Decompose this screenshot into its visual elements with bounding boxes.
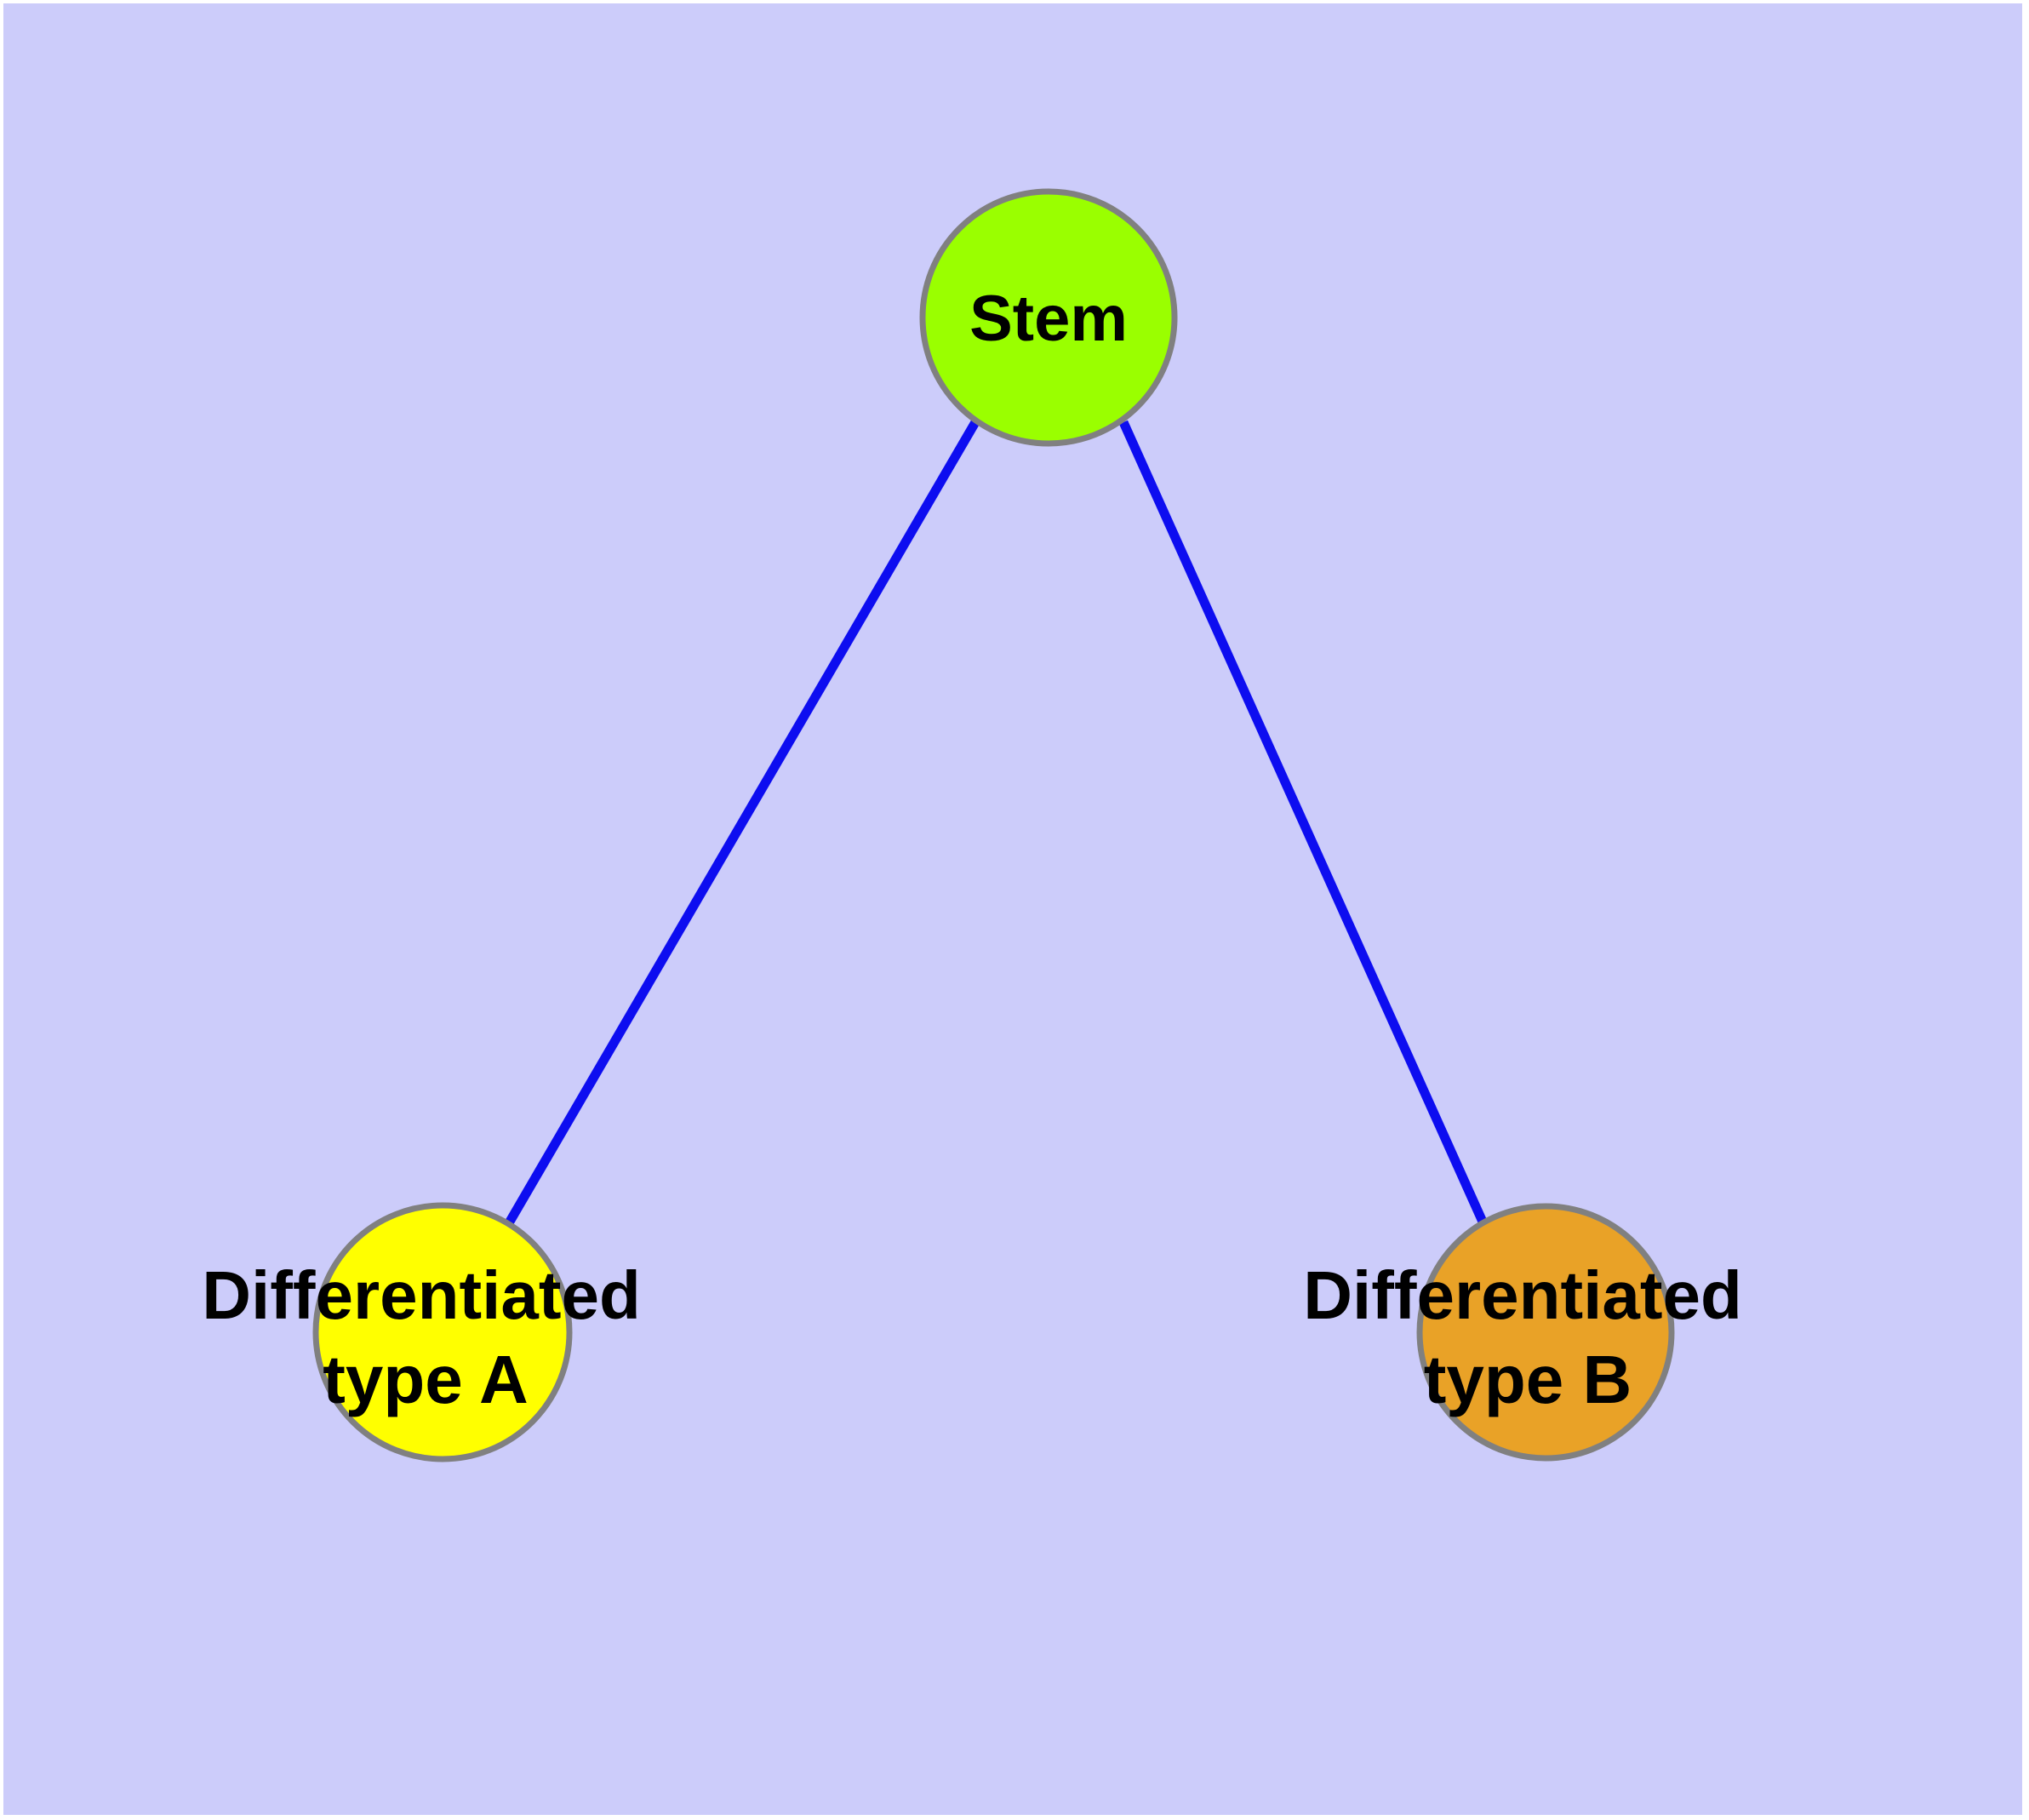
node-layer	[312, 188, 1675, 1462]
differentiated-type-b-label-line2: type B	[1424, 1342, 1632, 1417]
differentiated-type-a-label-line2: type A	[323, 1342, 529, 1417]
differentiated-type-a-node-circle[interactable]	[312, 1202, 573, 1462]
stem-node-circle[interactable]	[919, 188, 1178, 447]
edge-layer	[500, 420, 1491, 1234]
differentiated-type-b-label-line1: Differentiated	[1303, 1257, 1742, 1333]
node-stem[interactable]	[919, 188, 1178, 447]
edge-stem-to-differentiated-type-a[interactable]	[500, 420, 980, 1234]
differentiated-type-b-node-circle[interactable]	[1416, 1203, 1675, 1462]
label-layer: Stem Differentiated type A Differentiate…	[202, 283, 1742, 1417]
stem-node-label: Stem	[969, 283, 1128, 355]
node-differentiated-type-a[interactable]	[312, 1202, 573, 1462]
edge-stem-to-differentiated-type-b[interactable]	[1118, 420, 1491, 1232]
node-differentiated-type-b[interactable]	[1416, 1203, 1675, 1462]
differentiated-type-a-label-line1: Differentiated	[202, 1257, 641, 1333]
